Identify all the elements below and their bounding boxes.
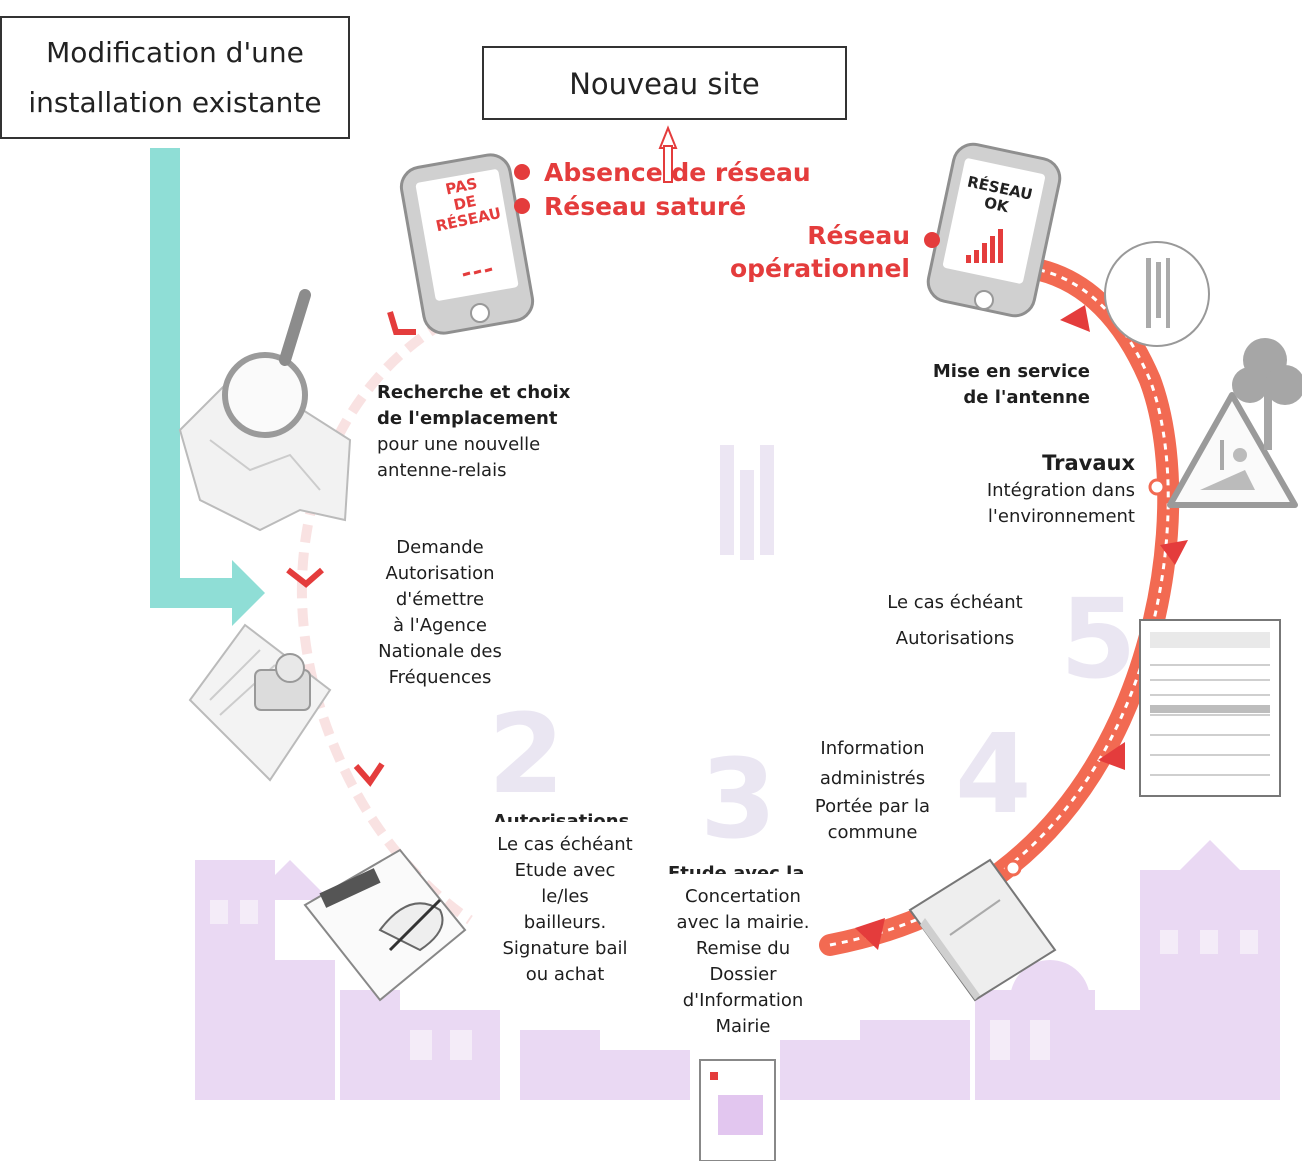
status-sature: Réseau saturé (514, 190, 746, 223)
modification-installation-box: Modification d'une installation existant… (0, 16, 350, 139)
document-form-icon (1139, 619, 1281, 797)
step-bailleurs: Le cas échéant Etude avec le/les bailleu… (497, 834, 633, 985)
up-arrow (658, 125, 678, 183)
step-number-4: 4 (955, 710, 1032, 838)
phone-no-network-icon (399, 153, 535, 335)
roadwork-sign-icon (1167, 392, 1298, 508)
step-demande-autorisation: Demande Autorisation d'émettre à l'Agenc… (378, 537, 502, 688)
step-number-3: 3 (700, 735, 777, 863)
magnifier-map-icon (178, 289, 352, 532)
phone-network-ok-icon (926, 142, 1062, 318)
step-number-2: 2 (488, 690, 565, 818)
step-recherche: Recherche et choix de l'emplacement pour… (377, 382, 571, 481)
book-icon (908, 858, 1057, 1002)
status-bullet-operationnel (924, 231, 940, 248)
status-bullet (514, 164, 530, 180)
step-etude-cut: Etude avec la (668, 864, 808, 874)
step-cas-echeant-autorisations: Le cas échéant Autorisations (887, 592, 1023, 649)
nouveau-site-box: Nouveau site (482, 46, 847, 120)
step-number-5: 5 (1060, 575, 1137, 703)
step-mise-en-service: Mise en service de l'antenne (932, 361, 1090, 408)
step-information: Information administrés Portée par la co… (814, 738, 931, 843)
antenna-circle-icon (1104, 241, 1210, 347)
status-bullet (514, 198, 530, 214)
center-watermark-antenna (720, 445, 774, 560)
cycle-arc-left (296, 305, 473, 925)
step-concertation: Concertation avec la mairie. Remise du D… (676, 886, 810, 1037)
step-travaux: Travaux Intégration dans l'environnement (986, 451, 1135, 527)
status-operationnel: Réseau opérationnel (729, 221, 910, 283)
modification-line-1: Modification d'une (46, 36, 304, 69)
step-autorisations-cut: Autorisations (493, 812, 633, 822)
dossier-icon (699, 1059, 776, 1161)
status-absence: Absence de réseau (514, 156, 811, 189)
existing-installation-arrow (150, 148, 265, 626)
left-arc-chevrons (286, 311, 416, 787)
signing-hand-icon (303, 848, 467, 1002)
band-arrows (855, 305, 1188, 950)
modification-line-2: installation existante (28, 86, 322, 119)
tree-icon (1232, 338, 1302, 450)
stamp-document-icon (188, 623, 332, 782)
